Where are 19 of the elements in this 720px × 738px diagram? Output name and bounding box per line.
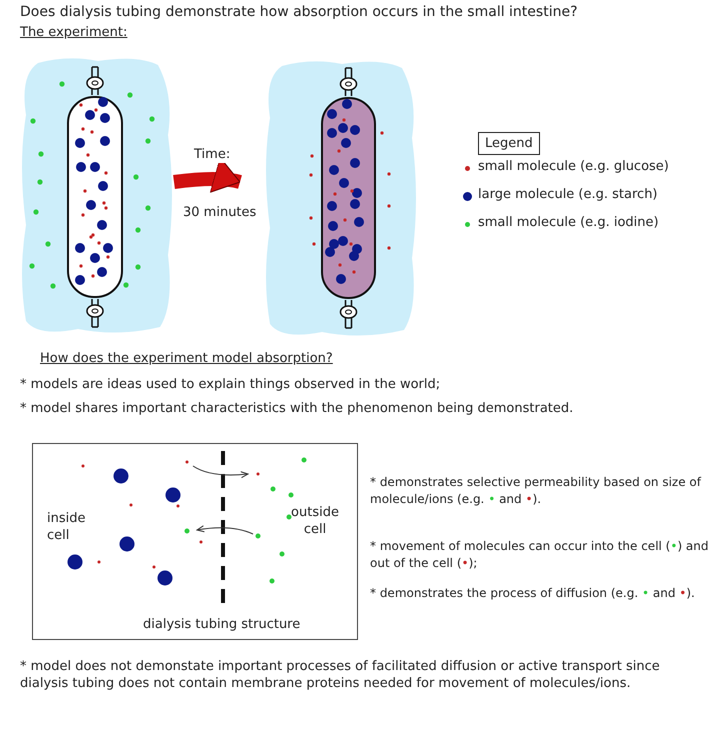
duration-label: 30 minutes (183, 204, 258, 221)
edge-label: Time: (194, 146, 230, 163)
bullet-text: * movement of molecules can occur into the cell (•) and out of the cell (•); (370, 538, 710, 572)
legend-title: Legend (478, 132, 540, 155)
section-heading: The experiment: (20, 24, 128, 41)
bullet-text: * demonstrates the process of diffusion (e.g. • and •). (370, 585, 696, 602)
bullet-text: * model shares important characteristics with the phenomenon being demonstrated. (20, 400, 574, 417)
bullet-text: * models are ideas used to explain things observed in the world; (20, 376, 442, 393)
bullet-text: * model does not demonstate important processes of facilitated diffusion or active transport since dialysis tubing does not contain membrane proteins needed for movement of molecules/ions. (20, 658, 661, 692)
legend-text: small molecule (e.g. iodine) (478, 214, 660, 231)
legend-text: large molecule (e.g. starch) (478, 186, 659, 203)
section-heading: How does the experiment model absorption? (40, 350, 334, 367)
legend-text: small molecule (e.g. glucose) (478, 158, 670, 175)
region-label: inside cell (47, 510, 86, 544)
title: Does dialysis tubing demonstrate how absorption occurs in the small intestine? (20, 4, 578, 21)
region-label: outside cell (290, 504, 340, 538)
model-diagram-box (32, 443, 358, 640)
structure-label: dialysis tubing structure (143, 616, 302, 633)
bullet-text: * demonstrates selective permeability based on size of molecule/ions (e.g. • and •). (370, 474, 702, 508)
